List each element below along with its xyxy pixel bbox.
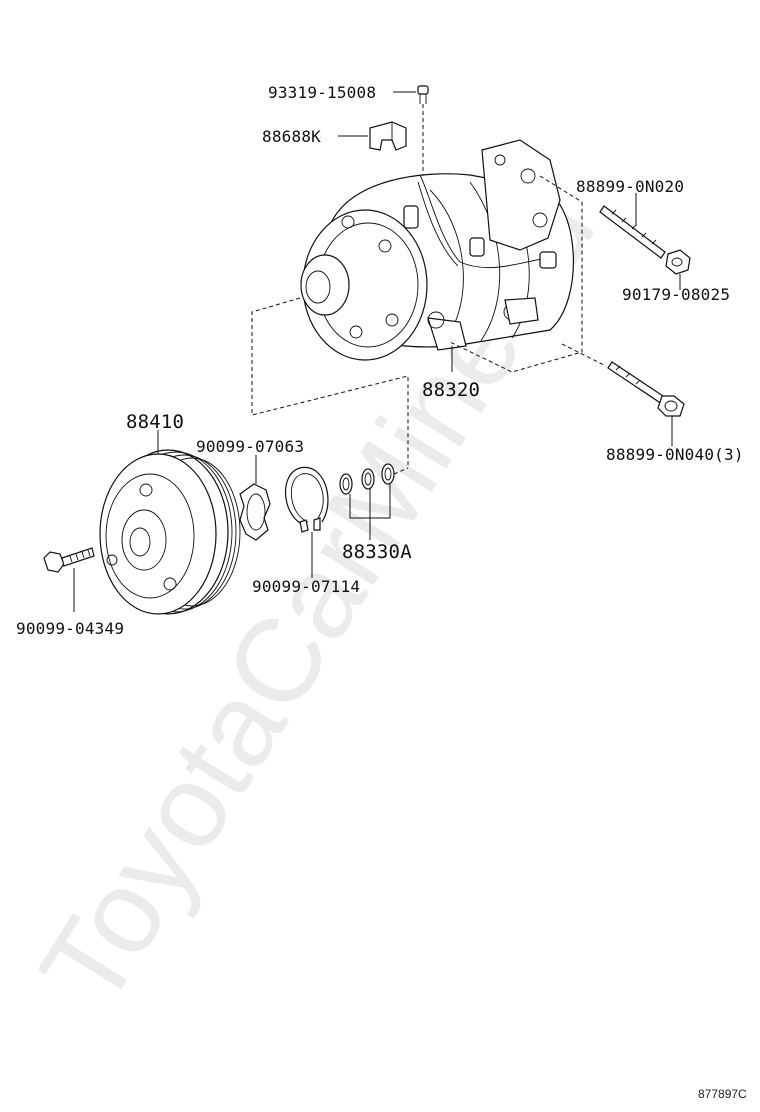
center-bolt[interactable] (43, 547, 95, 612)
label-bracket: 88688K (262, 127, 321, 146)
label-center-bolt: 90099-04349 (16, 619, 124, 638)
snap-ring[interactable] (285, 466, 329, 578)
label-shim-ring: 90099-07063 (196, 437, 304, 456)
bolt-long[interactable] (561, 343, 685, 446)
label-pulley: 88410 (126, 411, 184, 433)
label-shims: 88330A (342, 541, 412, 563)
shim-ring[interactable] (239, 455, 271, 541)
pulley[interactable] (99, 430, 241, 615)
nut[interactable] (665, 249, 691, 290)
label-snap-ring: 90099-07114 (252, 577, 360, 596)
shims[interactable] (339, 463, 409, 540)
drawing-id: 877897C (698, 1087, 747, 1101)
compressor[interactable] (300, 139, 574, 372)
label-stud-bolt: 88899-0N020 (576, 177, 684, 196)
label-bolt-long: 88899-0N040(3) (606, 445, 744, 464)
bracket[interactable] (338, 121, 407, 151)
stud-bolt[interactable] (599, 193, 666, 259)
label-nut: 90179-08025 (622, 285, 730, 304)
screw-top[interactable] (393, 85, 429, 175)
label-screw-top: 93319-15008 (268, 83, 376, 102)
label-compressor: 88320 (422, 379, 480, 401)
